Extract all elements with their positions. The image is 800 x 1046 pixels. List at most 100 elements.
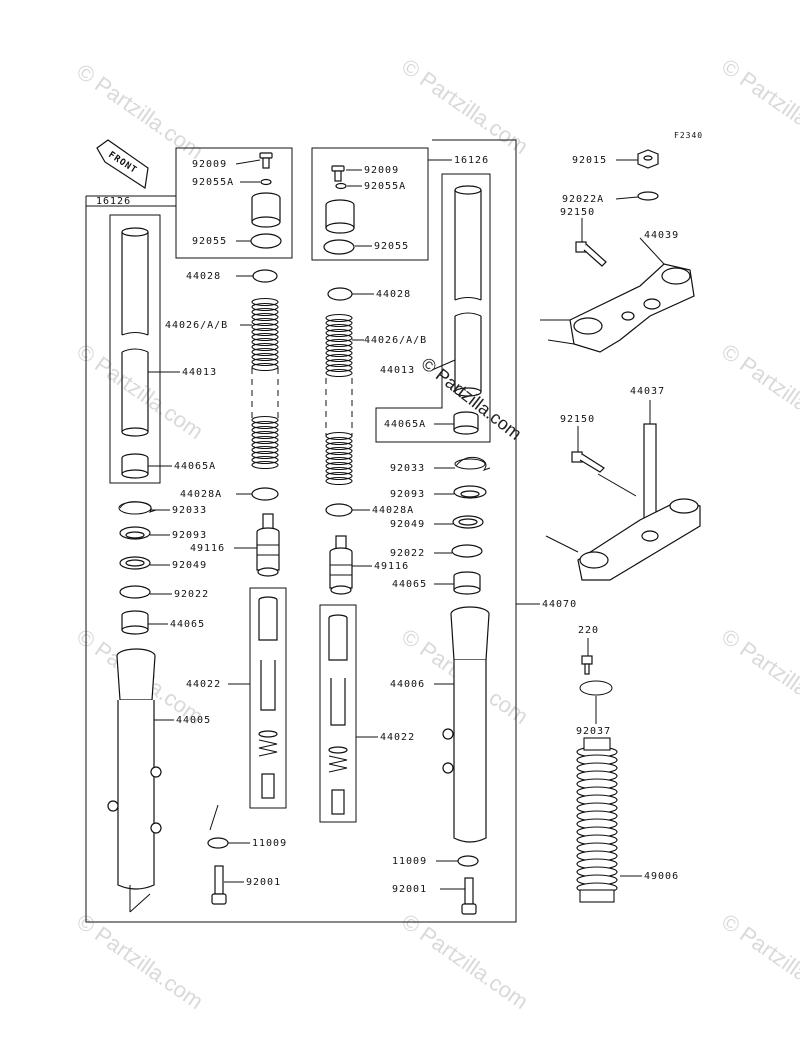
oil-seal-92093-right (453, 485, 487, 499)
bolt-92001-right (461, 877, 477, 915)
bushing-44065A-right (453, 411, 479, 435)
washer-11009-right (457, 855, 479, 867)
screw-92009-left (259, 152, 273, 169)
oring-92055-left (250, 233, 282, 249)
washer-92022-left (119, 585, 151, 599)
washer-92022A (637, 191, 659, 201)
washer-11009-left (207, 837, 229, 849)
part-label: 92022A (562, 194, 604, 205)
cylinder-box-44022-left (249, 587, 287, 809)
part-label: 92009 (192, 159, 227, 170)
part-label: 44070 (542, 599, 577, 610)
oring-92055-right (323, 239, 355, 255)
part-label: 44026/A/B (165, 320, 228, 331)
seal-92049-right (452, 515, 484, 529)
spring-seat-44028-left (252, 269, 278, 283)
washer-92022-right (451, 544, 483, 558)
bushing-44065-right (453, 571, 481, 595)
cylinder-base-49116-left (256, 513, 280, 577)
inner-tube-44013-right (454, 185, 482, 397)
fork-spring-44026-right (325, 313, 353, 486)
part-label: 92009 (364, 165, 399, 176)
part-label: 92001 (246, 877, 281, 888)
part-label: 44065 (170, 619, 205, 630)
part-label: 92150 (560, 414, 595, 425)
screw-92009-right (331, 165, 345, 182)
oring-92055A-right (335, 182, 347, 190)
part-label: 92055A (192, 177, 234, 188)
part-label: 11009 (392, 856, 427, 867)
part-label: 44028 (376, 289, 411, 300)
cylinder-base-49116-right (329, 535, 353, 595)
part-label: 92001 (392, 884, 427, 895)
fork-spring-44026-left (251, 297, 279, 470)
inner-tube-44013-left (121, 227, 149, 437)
part-label: 92037 (576, 726, 611, 737)
part-label: 92033 (390, 463, 425, 474)
screw-220 (581, 655, 593, 675)
bushing-44065A-left (121, 453, 149, 479)
part-label: 44065A (174, 461, 216, 472)
part-label: 92033 (172, 505, 207, 516)
part-label: 44022 (380, 732, 415, 743)
watermark: © Partzilla.com (717, 624, 800, 730)
part-label: 44039 (644, 230, 679, 241)
oring-92055A-left (260, 178, 272, 186)
part-label: 92055 (192, 236, 227, 247)
clamp-92037 (579, 680, 613, 696)
part-label: 92150 (560, 207, 595, 218)
watermark: © Partzilla.com (717, 909, 800, 1015)
part-label: 92049 (172, 560, 207, 571)
nut-92015 (637, 149, 659, 169)
part-label: 16126 (96, 196, 131, 207)
part-label: 49116 (190, 543, 225, 554)
part-label: 44005 (176, 715, 211, 726)
part-label: 92022 (390, 548, 425, 559)
part-label: 92022 (174, 589, 209, 600)
part-label: 44013 (182, 367, 217, 378)
part-label: 49006 (644, 871, 679, 882)
circlip-92033-right (455, 456, 491, 471)
spring-seat-44028-right (327, 287, 353, 301)
part-label: 92049 (390, 519, 425, 530)
part-label: 44006 (390, 679, 425, 690)
part-label: 44037 (630, 386, 665, 397)
part-label: 44026/A/B (364, 335, 427, 346)
part-label: 11009 (252, 838, 287, 849)
part-label: 44028 (186, 271, 221, 282)
watermark: © Partzilla.com (717, 339, 800, 445)
part-label: 44065 (392, 579, 427, 590)
inner-tube-box-right (375, 173, 491, 443)
bushing-44065-left (121, 610, 149, 635)
spring-seat-44028A-right (325, 503, 353, 517)
part-label: 92093 (390, 489, 425, 500)
watermark: © Partzilla.com (397, 909, 533, 1015)
part-label: 44028A (372, 505, 414, 516)
fork-cap-right (325, 199, 355, 234)
outer-tube-44005 (107, 648, 162, 890)
cylinder-44022-left (258, 596, 278, 799)
part-label: 44028A (180, 489, 222, 500)
part-label: 92055A (364, 181, 406, 192)
part-label: 44022 (186, 679, 221, 690)
bolt-92150-lower (571, 451, 605, 473)
part-label: 92055 (374, 241, 409, 252)
cap-box-left (175, 147, 293, 259)
fork-boot-49006 (576, 737, 618, 903)
figure-code: F2340 (674, 131, 703, 140)
front-arrow: FRONT (96, 139, 149, 190)
upper-bracket-44039 (569, 263, 695, 353)
spring-seat-44028A-left (251, 487, 279, 501)
inner-tube-box-left (109, 214, 161, 484)
oil-seal-92093-left (119, 526, 151, 540)
cap-box-right (311, 147, 429, 261)
cylinder-box-44022-right (319, 604, 357, 823)
bolt-92150-upper (575, 241, 607, 267)
outer-tube-44006 (442, 606, 490, 843)
part-label: 49116 (374, 561, 409, 572)
part-label: 44065A (384, 419, 426, 430)
fork-cap-left (251, 192, 281, 228)
part-label: 92015 (572, 155, 607, 166)
